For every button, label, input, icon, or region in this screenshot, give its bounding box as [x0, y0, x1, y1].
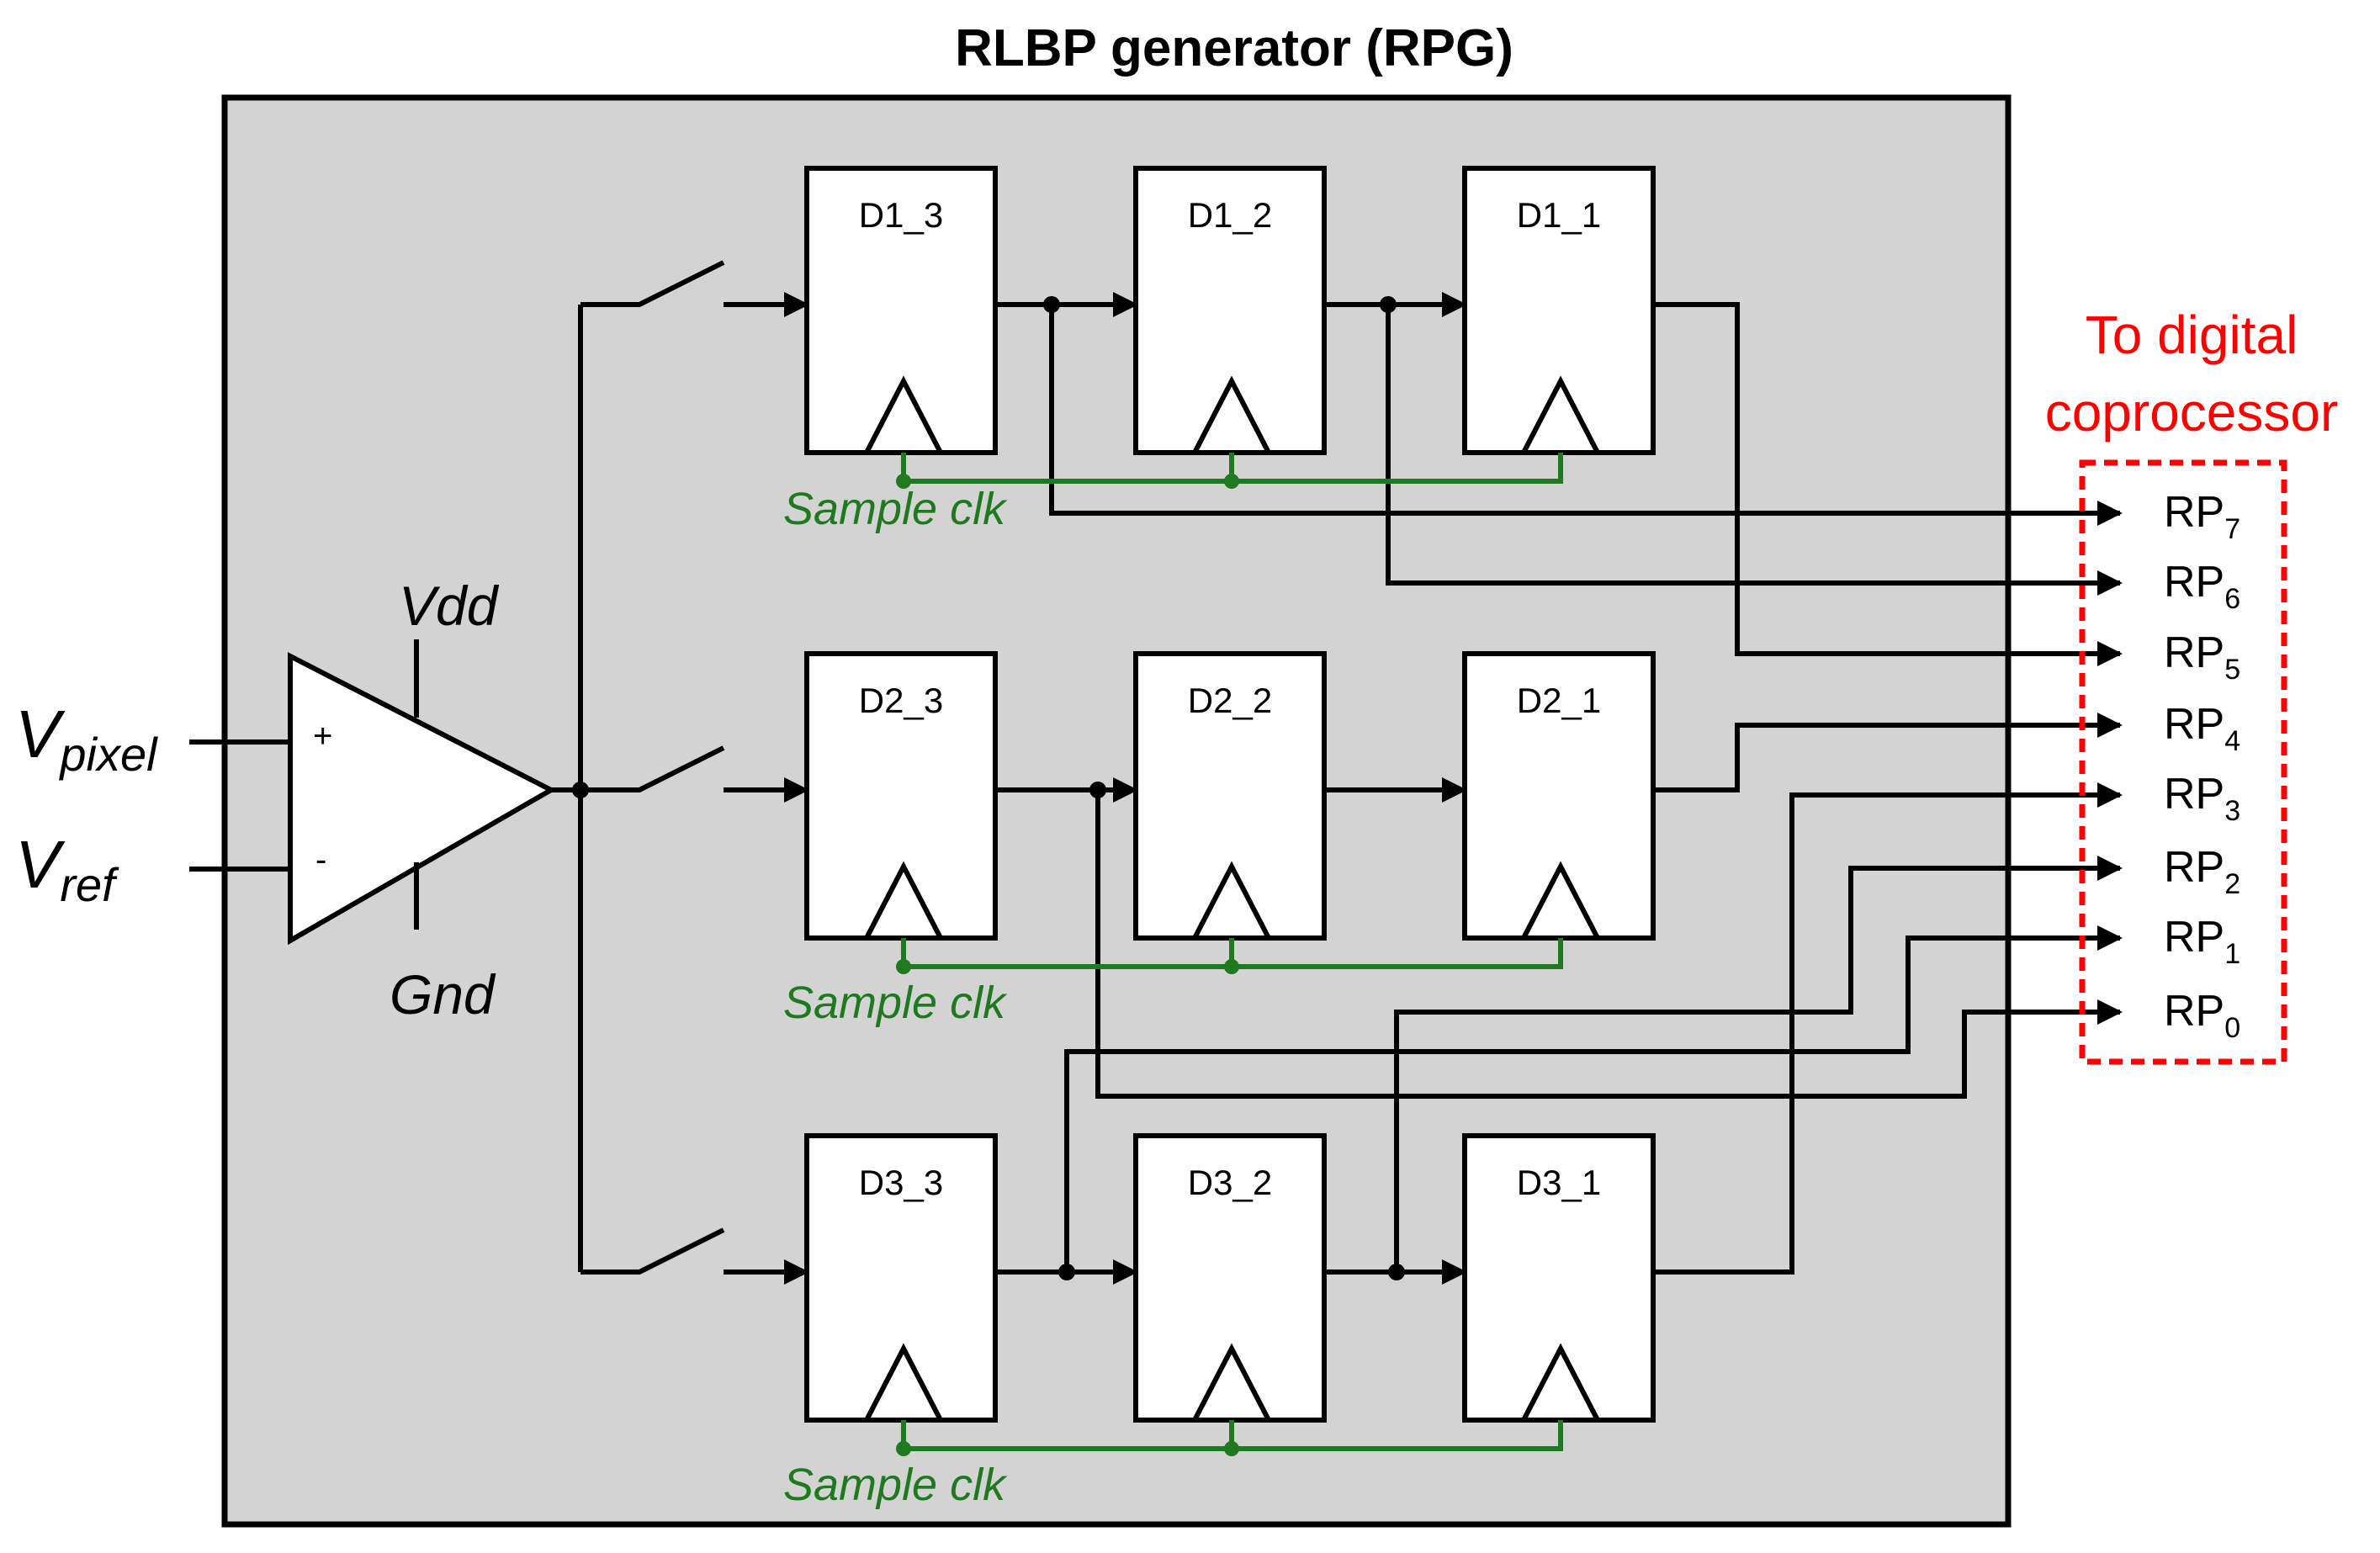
wire-rp4 [1653, 713, 2123, 792]
flipflop-label: D2_3 [859, 681, 943, 720]
diagram-title: RLBP generator (RPG) [955, 19, 1513, 77]
output-rp7: RP7 [2164, 488, 2240, 545]
flipflop-label: D3_3 [859, 1163, 943, 1202]
output-rp2: RP2 [2164, 843, 2240, 900]
wire-rp0 [1095, 790, 2123, 1099]
clock-net-row2 [896, 938, 1563, 974]
output-rp4: RP4 [2164, 700, 2240, 757]
clock-net-row3 [896, 1420, 1563, 1456]
flipflop-d2-1: D2_1 [1462, 651, 1656, 941]
output-rp6: RP6 [2164, 558, 2240, 615]
flipflop-d1-1: D1_1 [1462, 166, 1656, 455]
flipflop-d3-3: D3_3 [804, 1133, 998, 1423]
junction-dot [1380, 296, 1397, 313]
flipflop-d1-3: D1_3 [804, 166, 998, 455]
destination-label-line1: To digital [2086, 305, 2298, 365]
output-rp5: RP5 [2164, 628, 2240, 686]
flipflop-label: D2_2 [1188, 681, 1272, 720]
wire-rp7 [1049, 305, 2123, 526]
vdd-label: Vdd [399, 575, 500, 637]
wire-rp6 [1386, 305, 2123, 596]
flipflop-label: D1_1 [1517, 195, 1601, 235]
clock-net-row1 [896, 453, 1563, 489]
flipflop-label: D2_1 [1517, 681, 1601, 720]
flipflop-d2-2: D2_2 [1133, 651, 1327, 941]
output-rp0: RP0 [2164, 987, 2240, 1044]
flipflop-label: D1_2 [1188, 195, 1272, 235]
comparator [288, 652, 557, 946]
flipflop-d3-2: D3_2 [1133, 1133, 1327, 1423]
flipflop-label: D3_2 [1188, 1163, 1272, 1202]
gnd-label: Gnd [390, 963, 496, 1026]
junction-dot [1089, 782, 1106, 798]
destination-box [2079, 459, 2287, 1065]
clock-label-row3: Sample clk [783, 1460, 1008, 1510]
flipflop-label: D1_3 [859, 195, 943, 235]
vpixel-label: Vpixel [15, 697, 158, 781]
clock-label-row1: Sample clk [783, 484, 1008, 534]
destination-label-line2: coprocessor [2045, 382, 2339, 443]
comparator-plus: + [313, 718, 332, 755]
rpg-block [221, 94, 2012, 1528]
flipflop-label: D3_1 [1517, 1163, 1601, 1202]
output-rp1: RP1 [2164, 913, 2240, 970]
flipflop-d3-1: D3_1 [1462, 1133, 1656, 1423]
comparator-minus: - [315, 841, 326, 878]
junction-dot [1043, 296, 1060, 313]
output-rp3: RP3 [2164, 770, 2240, 827]
wire-rp3 [1653, 782, 2123, 1275]
wire-rp5 [1653, 302, 2123, 666]
junction-dot [1058, 1264, 1075, 1280]
switch-row2 [580, 745, 725, 792]
switch-row1 [580, 260, 725, 307]
clock-label-row2: Sample clk [783, 978, 1008, 1028]
vref-label: Vref [15, 827, 119, 911]
junction-dot [1388, 1264, 1405, 1280]
switch-row3 [580, 1227, 725, 1275]
wire-rp1 [1064, 925, 2123, 1272]
flipflop-d1-2: D1_2 [1133, 166, 1327, 455]
flipflop-d2-3: D2_3 [804, 651, 998, 941]
